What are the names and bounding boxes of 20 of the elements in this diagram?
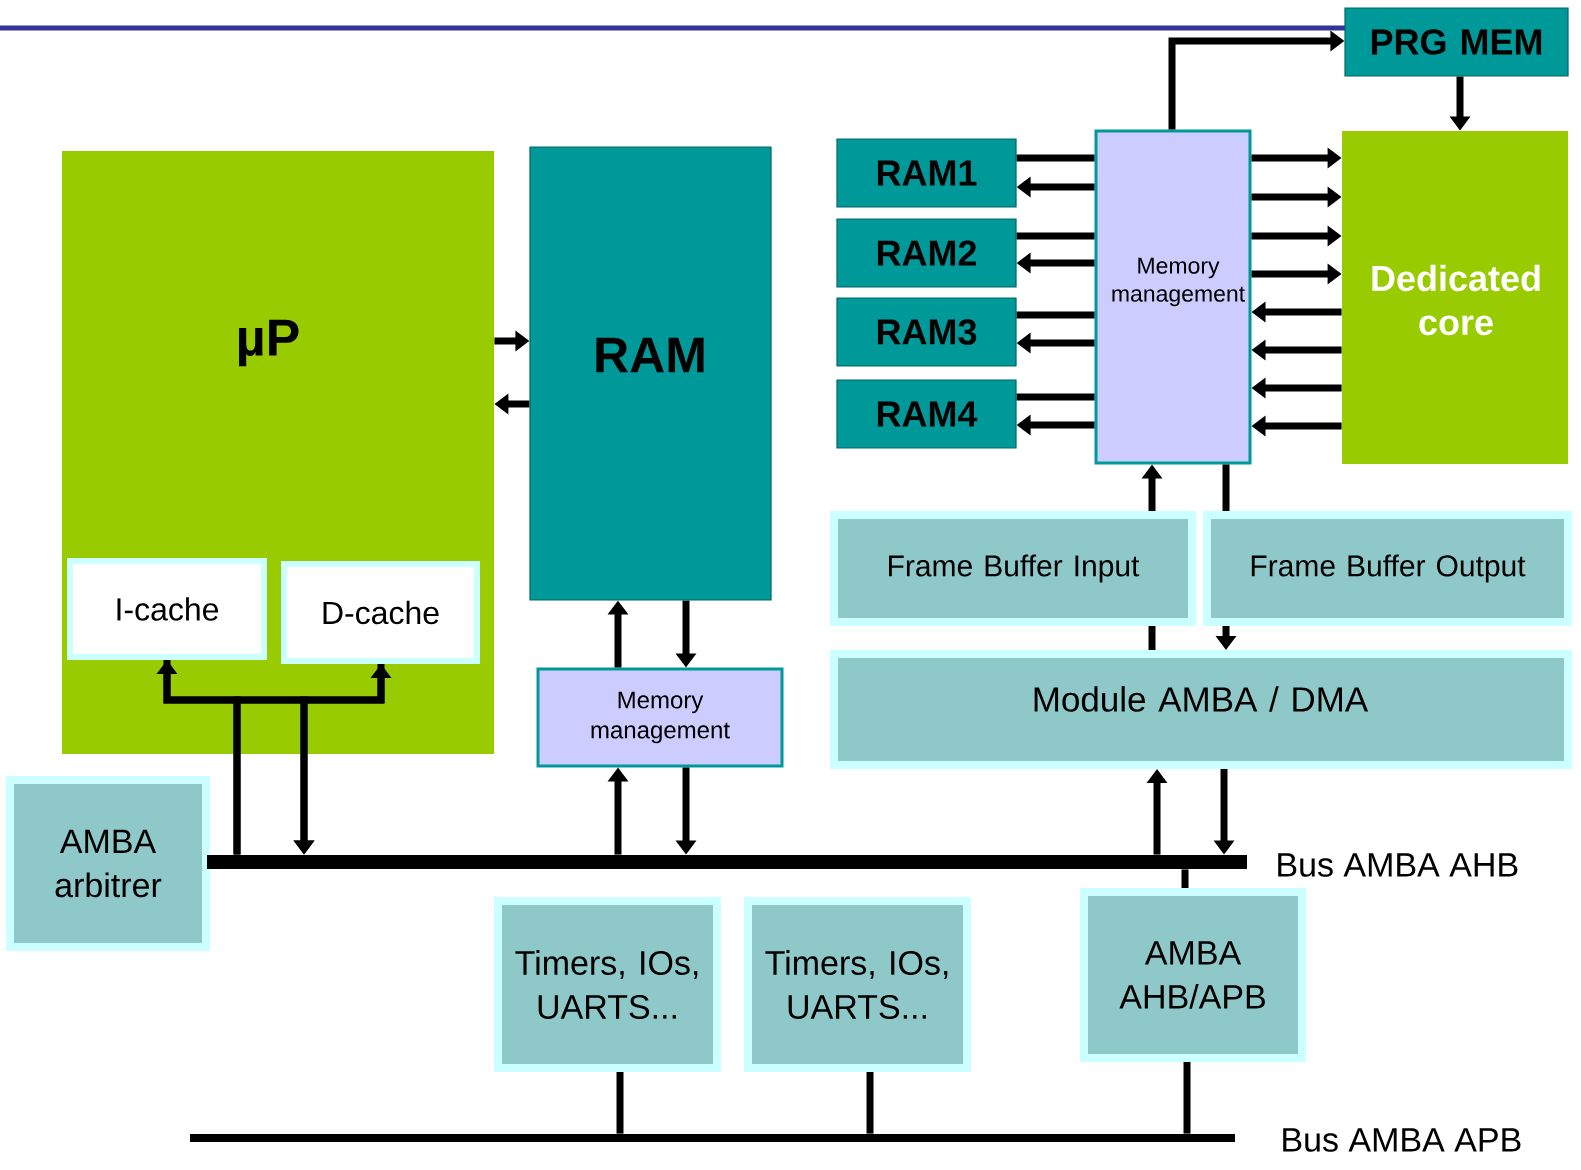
arbiter-box: AMBA arbitrer: [6, 776, 210, 951]
memory-box: RAM2: [836, 218, 1017, 288]
buffer-box: Frame Buffer Input: [830, 511, 1196, 626]
memory-management-box: Memory management: [536, 667, 784, 768]
bus-label: Bus AMBA AHB: [1278, 853, 1518, 877]
buffer-box: Frame Buffer Output: [1203, 511, 1572, 626]
memory-box: RAM3: [836, 297, 1017, 367]
memory-block: RAM: [529, 146, 772, 601]
peripheral-box: Timers, IOs, UARTS...: [744, 897, 971, 1072]
cache-box: D-cache: [281, 561, 480, 664]
bus-label: Bus AMBA APB: [1283, 1128, 1521, 1152]
memory-box: PRG MEM: [1344, 7, 1569, 77]
memory-management-box: Memory management: [1094, 129, 1252, 465]
module-box: Module AMBA / DMA: [830, 650, 1572, 769]
bridge-box: AMBA AHB/APB: [1080, 888, 1306, 1062]
core-block: Dedicated core: [1342, 131, 1568, 464]
peripheral-box: Timers, IOs, UARTS...: [494, 897, 721, 1072]
memory-box: RAM4: [836, 379, 1017, 449]
cache-box: I-cache: [67, 558, 267, 660]
memory-box: RAM1: [836, 138, 1017, 208]
